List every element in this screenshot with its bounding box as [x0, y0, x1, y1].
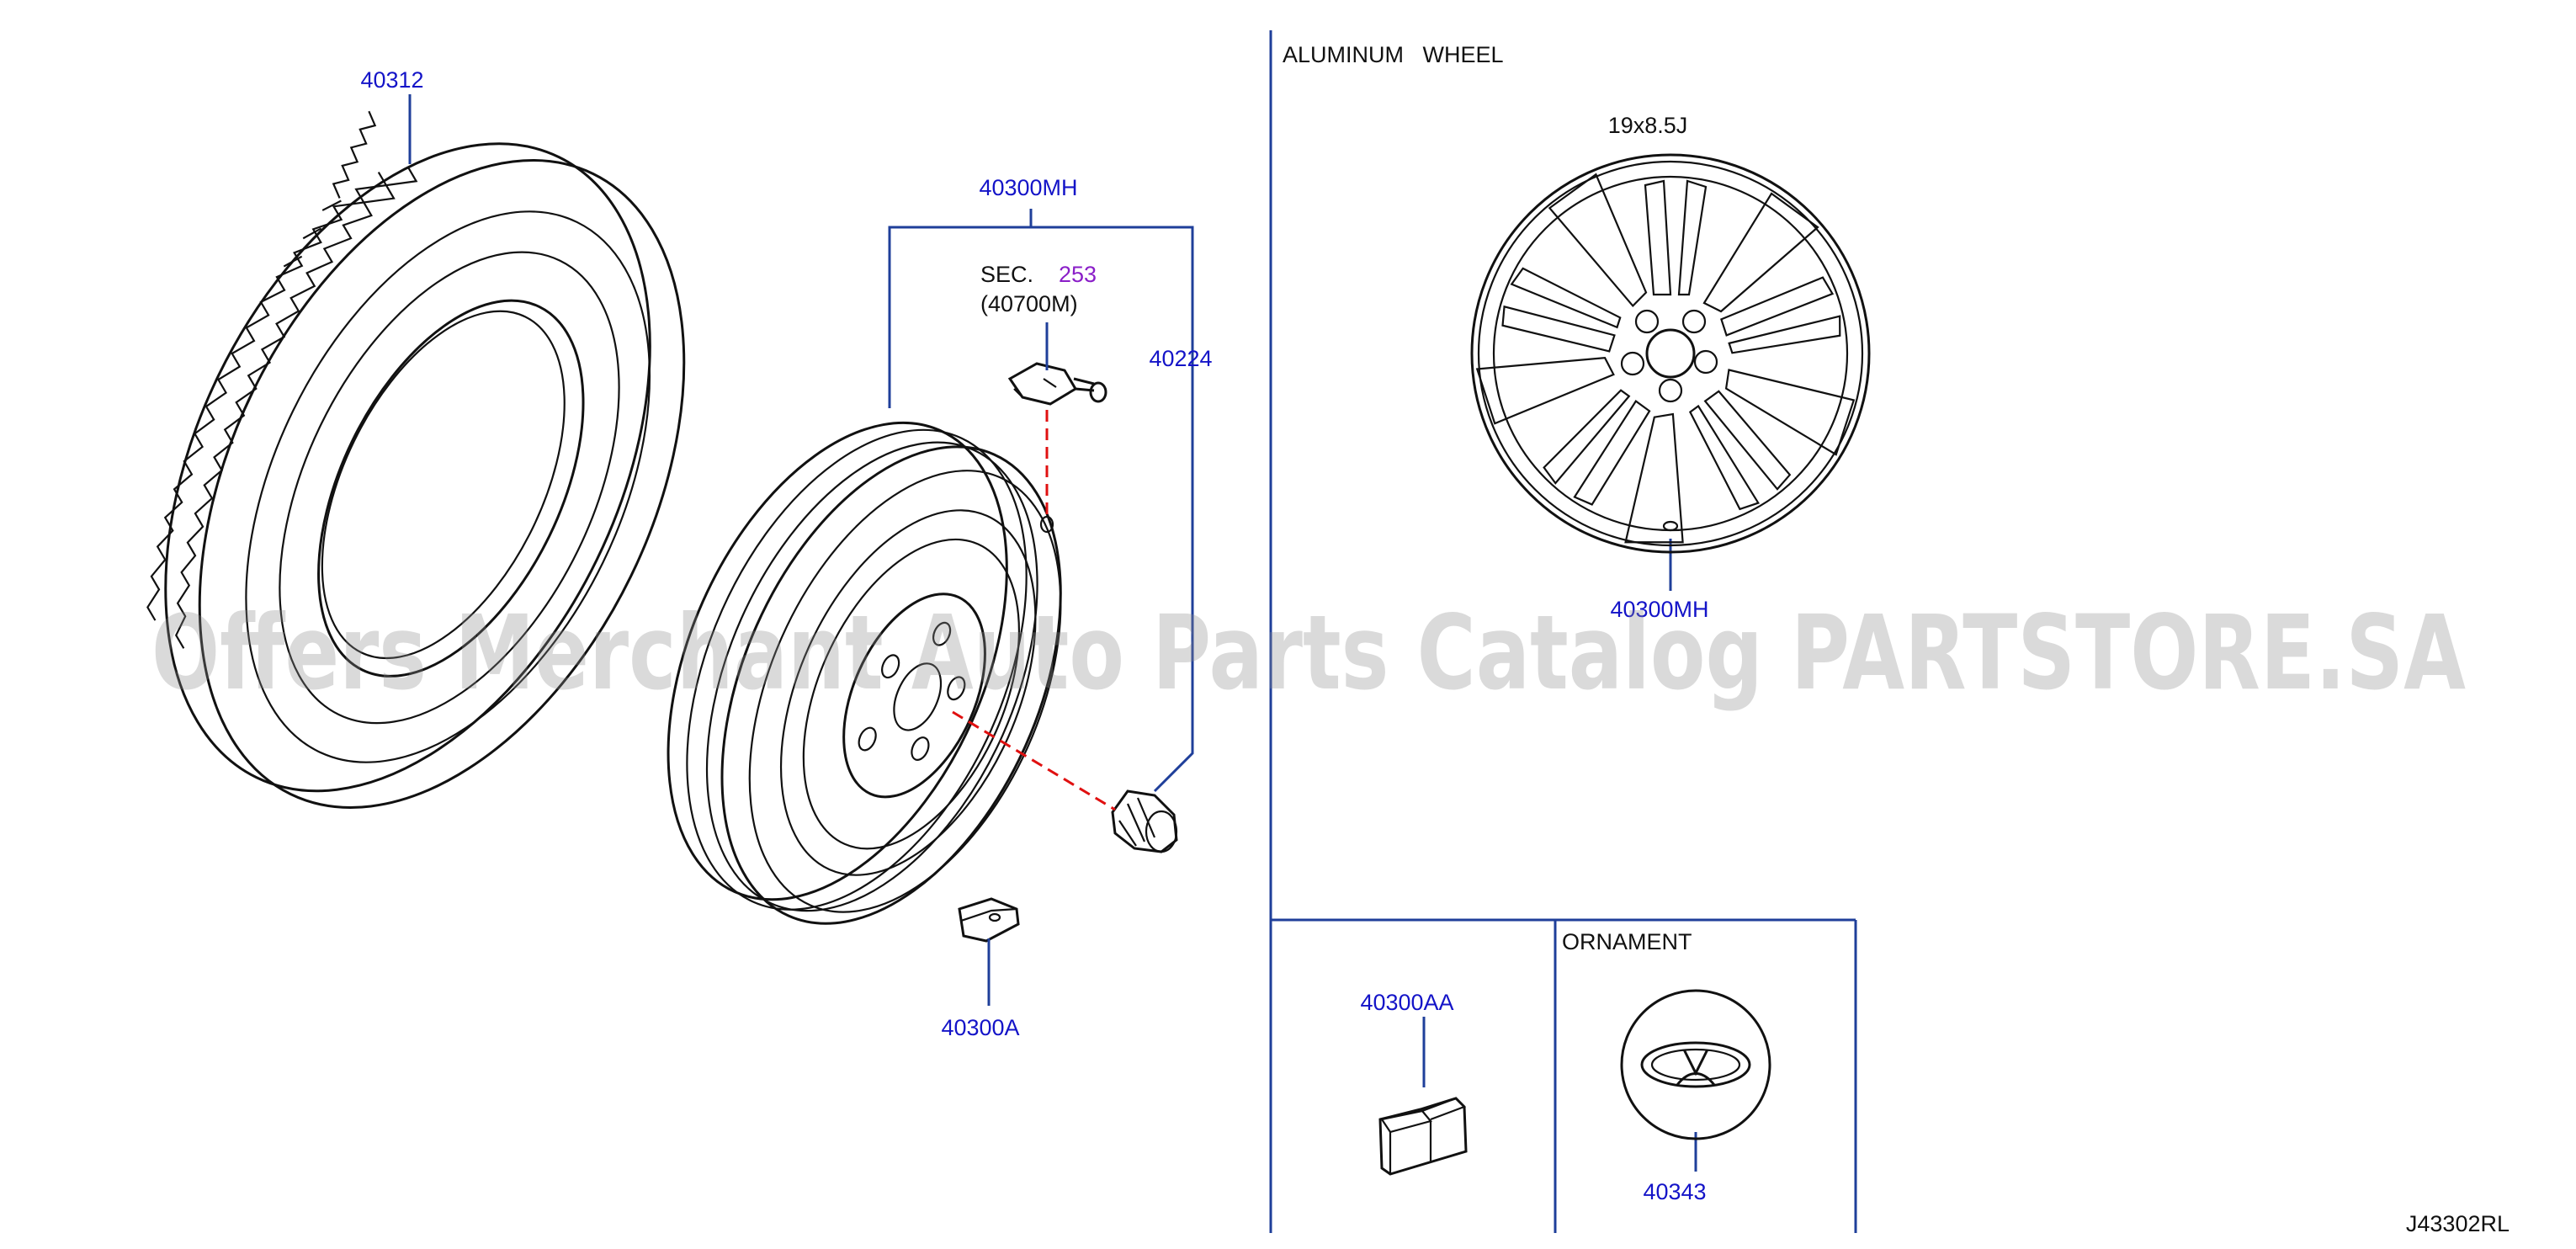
tpms-sensor-drawing	[1007, 362, 1107, 406]
adhesive-weight-drawing	[1378, 1097, 1468, 1176]
part-label-ornament[interactable]: 40343	[1643, 1179, 1706, 1204]
sec-number-link[interactable]: 253	[1059, 262, 1097, 287]
part-label-tire[interactable]: 40312	[360, 67, 423, 93]
section-titles: ALUMINUM WHEEL ORNAMENT 19x8.5J	[1283, 42, 1692, 954]
part-label-wheel-assembly[interactable]: 40300MH	[979, 175, 1077, 200]
ornament-drawing	[1620, 989, 1771, 1140]
part-label-alloy-wheel[interactable]: 40300MH	[1610, 597, 1708, 622]
ornament-title: ORNAMENT	[1562, 929, 1692, 954]
section-frame	[1269, 30, 1857, 1233]
tire-drawing	[146, 110, 686, 809]
watermark-text: Offers Merchant Auto Parts Catalog PARTS…	[151, 593, 2466, 713]
steel-wheel-drawing	[667, 421, 1062, 925]
diagram-code: J43302RL	[2406, 1211, 2510, 1236]
wheel-size-label: 19x8.5J	[1608, 113, 1688, 138]
aluminum-wheel-title: ALUMINUM WHEEL	[1283, 42, 1504, 67]
sec-sub-part: (40700M)	[980, 291, 1078, 316]
part-label-balance-weight[interactable]: 40300A	[941, 1015, 1019, 1040]
part-label-adhesive-weight[interactable]: 40300AA	[1360, 990, 1453, 1015]
assembly-dash-lines	[952, 410, 1116, 811]
part-number-labels: 40312 40300MH 40224 40300A 40300MH 40300…	[360, 67, 1708, 1204]
valve-hole	[1039, 515, 1054, 534]
sec-prefix: SEC.	[980, 262, 1033, 287]
balance-weight-drawing	[958, 897, 1020, 943]
wheel-nut-drawing	[1111, 789, 1178, 853]
alloy-wheel-drawing	[1470, 153, 1871, 554]
leader-lines	[408, 94, 1697, 1172]
sec-reference[interactable]: SEC. 253 (40700M)	[980, 262, 1097, 316]
part-label-wheel-nut[interactable]: 40224	[1149, 346, 1212, 371]
tread-pattern-1	[332, 110, 377, 199]
